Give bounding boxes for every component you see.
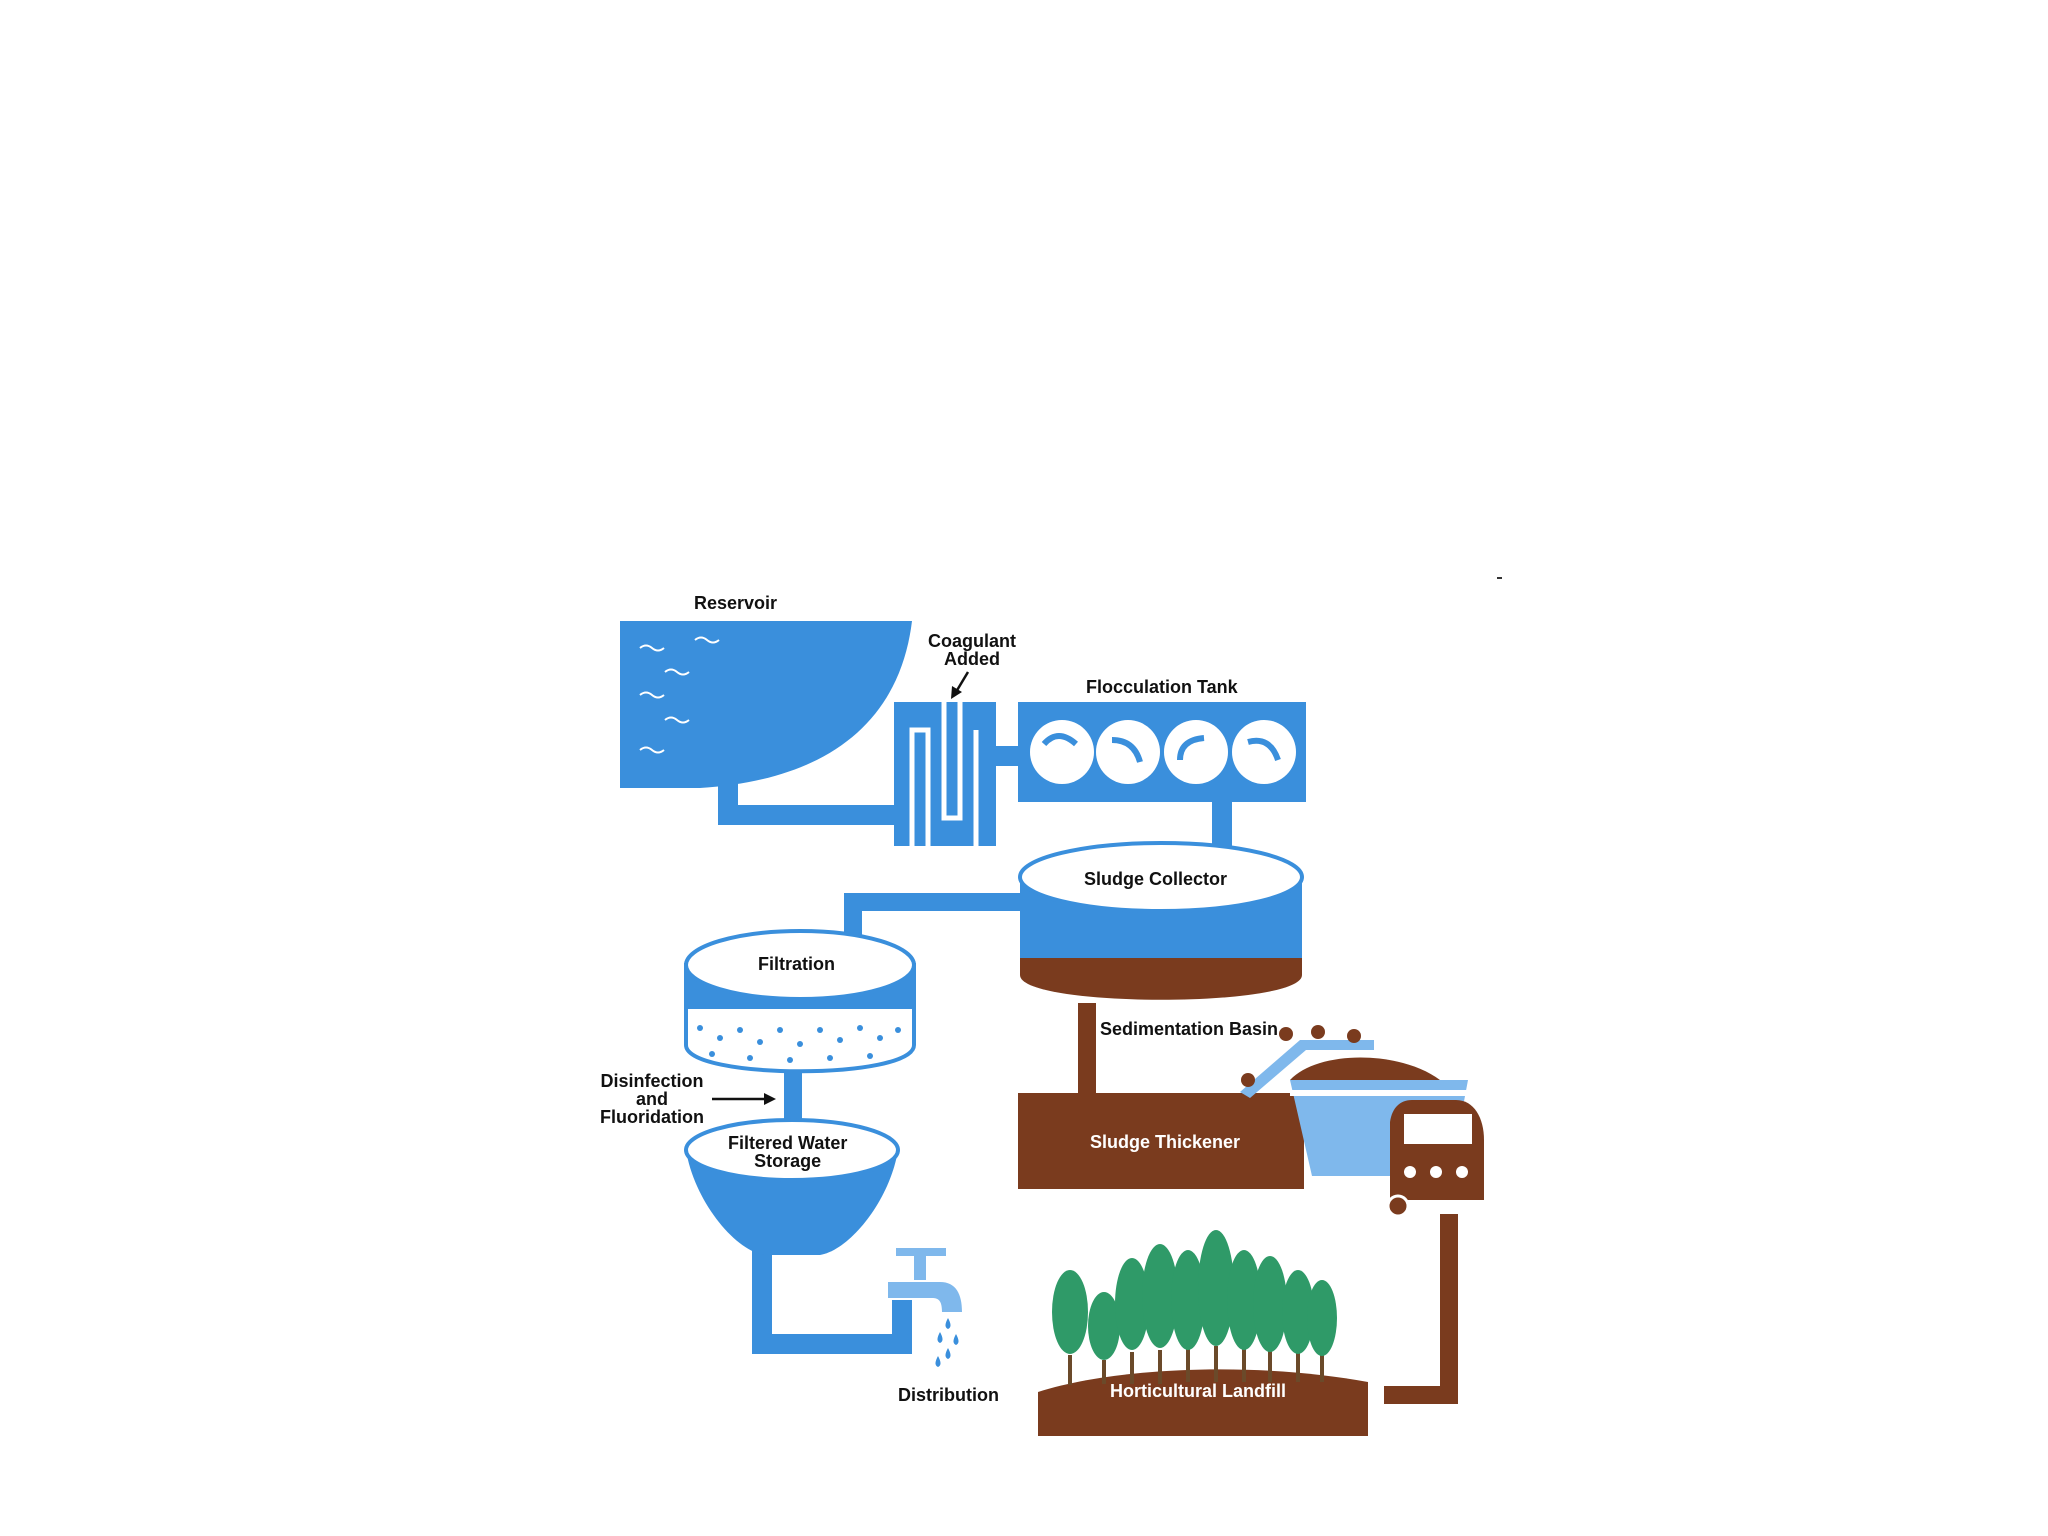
label-filtered-water-storage: Filtered Water Storage xyxy=(728,1133,848,1171)
label-coagulant-added: Coagulant Added xyxy=(928,631,1016,669)
label-sedimentation-basin: Sedimentation Basin xyxy=(1100,1019,1279,1039)
label-flocculation-tank: Flocculation Tank xyxy=(1086,677,1238,697)
reservoir-basin xyxy=(620,621,912,788)
truck-icon xyxy=(1386,1100,1484,1218)
label-distribution: Distribution xyxy=(898,1385,999,1405)
coagulant-arrow xyxy=(951,671,970,699)
tap-icon xyxy=(888,1248,962,1312)
label-sludge-collector: Sludge Collector xyxy=(1084,869,1228,889)
label-reservoir: Reservoir xyxy=(694,593,778,613)
disinfection-arrow xyxy=(712,1093,776,1105)
label-disinfection-fluoridation: Disinfection and Fluoridation xyxy=(600,1071,704,1127)
tree-icons xyxy=(1052,1230,1337,1385)
sludge-thickener xyxy=(1018,1093,1304,1189)
horticultural-landfill xyxy=(1038,1230,1368,1436)
rotation-arrow-icons xyxy=(1041,733,1281,763)
stray-mark xyxy=(1497,577,1502,579)
sludge-collector xyxy=(1018,841,1304,1000)
filtered-water-storage xyxy=(684,1118,900,1255)
label-horticultural-landfill: Horticultural Landfill xyxy=(1110,1381,1287,1401)
filtration-tank xyxy=(684,929,916,1074)
coagulant-mixer xyxy=(894,702,996,846)
label-sludge-thickener: Sludge Thickener xyxy=(1090,1132,1241,1152)
sludge-conveyor xyxy=(1240,1025,1374,1098)
flocculation-rotors xyxy=(1030,720,1296,784)
label-filtration: Filtration xyxy=(758,954,835,974)
landfill-pipe xyxy=(1384,1214,1458,1404)
sludge-pipe xyxy=(1078,1003,1096,1098)
water-drops-icon xyxy=(935,1318,959,1367)
wave-marks xyxy=(639,636,720,754)
